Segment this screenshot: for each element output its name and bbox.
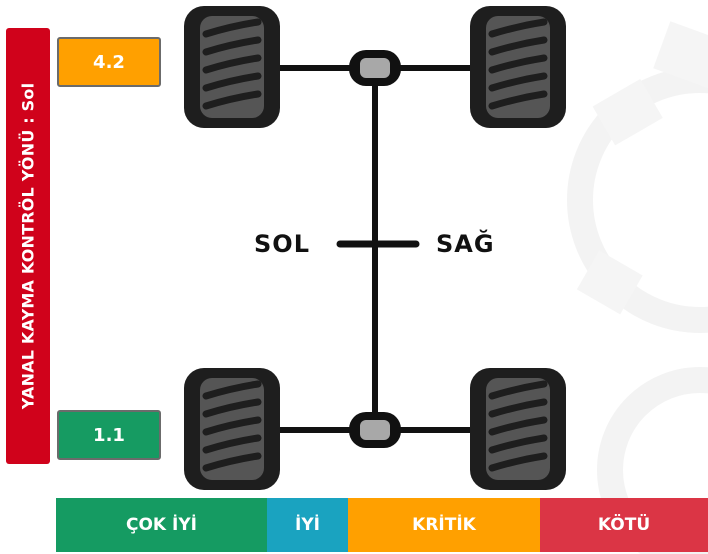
front-right-tire-icon — [470, 6, 566, 128]
right-direction-label: SAĞ — [436, 230, 495, 258]
legend-critical: KRİTİK — [348, 498, 540, 552]
front-axle-value-box: 4.2 — [57, 37, 161, 87]
rear-left-tire-icon — [184, 368, 280, 490]
rear-right-tire-icon — [470, 368, 566, 490]
rear-hub-icon — [349, 412, 401, 448]
front-left-tire-icon — [184, 6, 280, 128]
status-legend: ÇOK İYİ İYİ KRİTİK KÖTÜ — [56, 498, 708, 552]
lateral-slip-direction-banner: YANAL KAYMA KONTRÖL YÖNÜ : Sol — [6, 28, 50, 464]
left-direction-label: SOL — [254, 230, 310, 258]
legend-good: İYİ — [267, 498, 348, 552]
legend-very-good: ÇOK İYİ — [56, 498, 267, 552]
rear-axle-value-box: 1.1 — [57, 410, 161, 460]
front-hub-icon — [349, 50, 401, 86]
legend-bad: KÖTÜ — [540, 498, 708, 552]
